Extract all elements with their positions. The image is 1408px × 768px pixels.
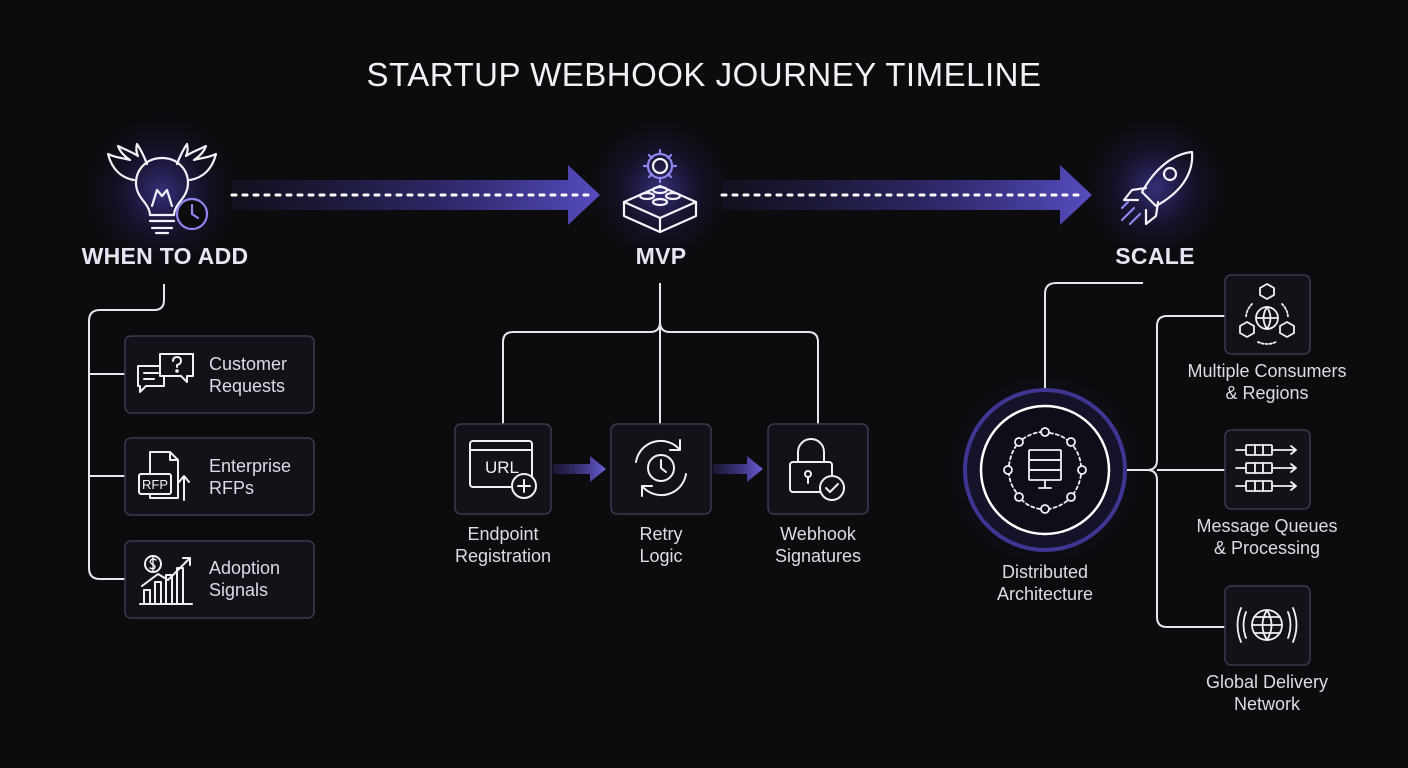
page-title: STARTUP WEBHOOK JOURNEY TIMELINE xyxy=(366,56,1042,93)
growth-chart-icon xyxy=(139,555,193,605)
globe-signal-icon xyxy=(1236,607,1298,643)
distributed-architecture-label: Distributed Architecture xyxy=(996,562,1094,604)
scale-connector xyxy=(1044,282,1225,628)
adoption-signals-label: Adoption Signals xyxy=(209,558,281,600)
card-enterprise-rfps[interactable] xyxy=(124,437,315,516)
distributed-architecture-hub[interactable] xyxy=(963,388,1127,552)
mvp-connector xyxy=(502,283,819,424)
server-ring-icon xyxy=(1003,427,1087,514)
arrow-mvp-to-scale xyxy=(720,165,1092,225)
globe-cubes-icon xyxy=(1239,283,1295,345)
phase-label-scale: SCALE xyxy=(1115,243,1195,269)
url-icon-text: URL xyxy=(484,458,519,477)
arrow-when-to-mvp xyxy=(230,165,600,225)
endpoint-registration-label: Endpoint Registration xyxy=(454,524,552,566)
lock-check-icon xyxy=(789,438,845,501)
customer-requests-label: Customer Requests xyxy=(209,354,288,396)
rfp-icon-text: RFP xyxy=(142,477,168,492)
card-webhook-signatures[interactable] xyxy=(767,423,869,515)
enterprise-rfps-label: Enterprise RFPs xyxy=(209,456,292,498)
webhook-signatures-label: Webhook Signatures xyxy=(774,524,862,566)
arrow-endpoint-to-retry xyxy=(553,456,606,482)
arrow-retry-to-signatures xyxy=(713,456,763,482)
queue-icon xyxy=(1235,444,1297,492)
url-window-icon xyxy=(469,440,537,499)
card-multiple-consumers[interactable] xyxy=(1224,274,1311,355)
card-customer-requests[interactable] xyxy=(124,335,315,414)
card-retry-logic[interactable] xyxy=(610,423,712,515)
phase-label-mvp: MVP xyxy=(635,243,687,269)
chat-question-icon xyxy=(137,353,194,393)
retry-clock-icon xyxy=(635,439,687,497)
building-block-gear-icon xyxy=(622,148,698,234)
card-global-delivery[interactable] xyxy=(1224,585,1311,666)
when-to-add-connector xyxy=(88,284,165,580)
glow-scale xyxy=(1083,116,1227,260)
card-message-queues[interactable] xyxy=(1224,429,1311,510)
retry-logic-label: Retry Logic xyxy=(639,524,683,566)
winged-lightbulb-clock-icon xyxy=(106,142,218,235)
message-queues-label: Message Queues & Processing xyxy=(1196,516,1338,558)
rocket-icon xyxy=(1120,150,1194,226)
card-endpoint-registration[interactable] xyxy=(454,423,552,515)
card-adoption-signals[interactable] xyxy=(124,540,315,619)
glow-mvp xyxy=(588,118,732,262)
phase-label-when-to-add: WHEN TO ADD xyxy=(81,243,249,269)
multiple-consumers-label: Multiple Consumers & Regions xyxy=(1187,361,1347,403)
global-delivery-label: Global Delivery Network xyxy=(1205,672,1329,714)
rfp-document-icon xyxy=(138,451,190,501)
